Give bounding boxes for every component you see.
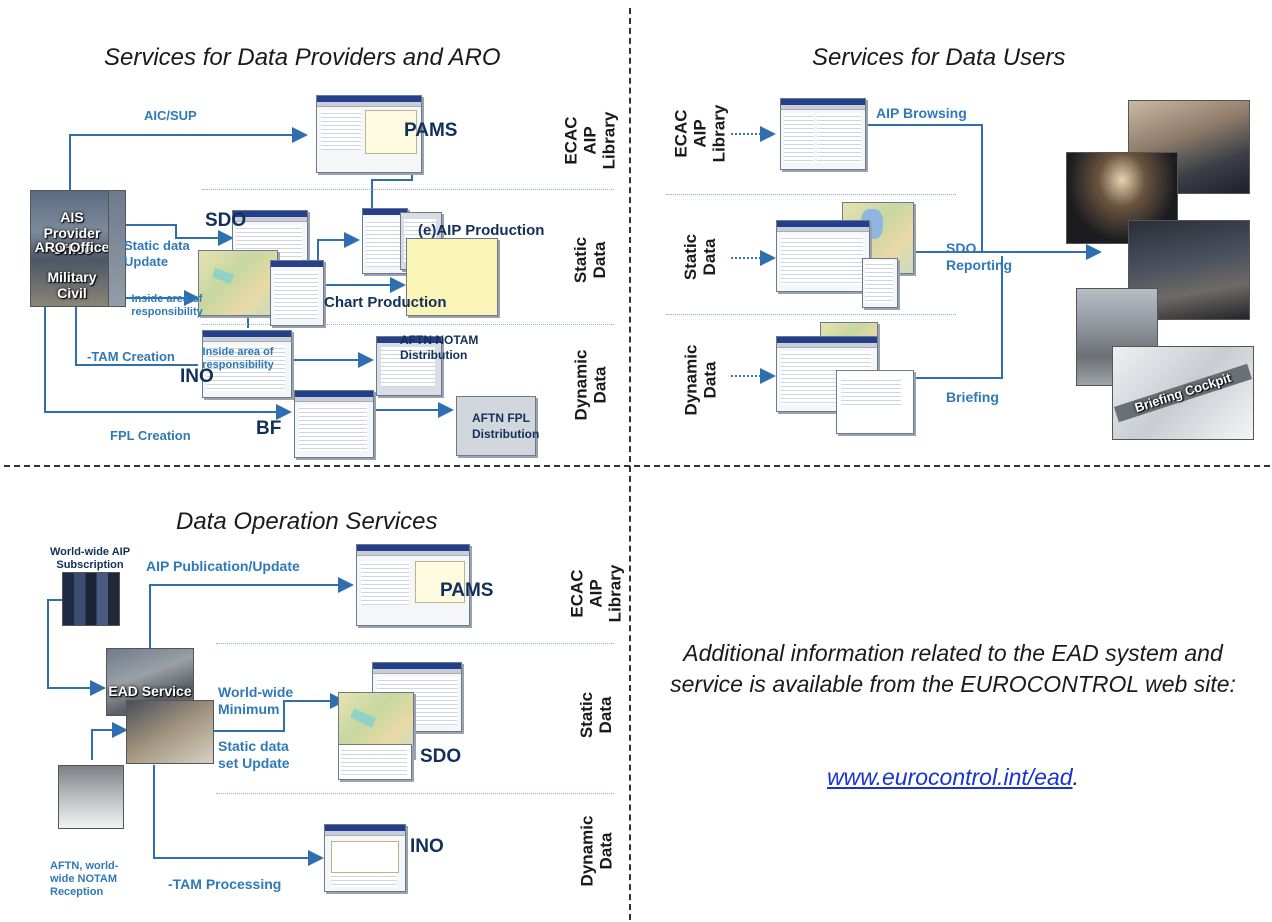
inside-area-text-1: Inside area of responsibility [131, 293, 203, 318]
ino-screenshot [202, 330, 292, 398]
bf-screenshot [294, 390, 374, 458]
subscription-label: World-wide AIP Subscription [42, 546, 138, 572]
aip-browsing-screenshot [780, 98, 866, 170]
printer-photo [58, 765, 124, 829]
sdo-table-user-screenshot [862, 258, 898, 308]
ais-office-photo: AIS Provider Office ARO Office Military … [30, 190, 114, 307]
ops-room-photo [108, 190, 126, 307]
band-dynamic-providers: Dynamic Data [560, 345, 620, 425]
tam-creation-label: -TAM Creation [87, 349, 175, 364]
briefing-cockpit-photo: Briefing Cockpit [1112, 346, 1254, 440]
bf-label: BF [256, 418, 282, 439]
pams-ops-screenshot [356, 544, 470, 626]
static-set-label: Static data set Update [218, 738, 298, 772]
band-ecac-providers-text: ECAC AIP Library [561, 111, 619, 169]
briefing-cockpit-caption: Briefing Cockpit [1113, 363, 1253, 423]
aip-binders-photo [62, 572, 120, 626]
inside-area-label-2: Inside area of responsibility [200, 346, 276, 372]
sdo-table-ops-screenshot [338, 744, 412, 780]
tam-processing-label: -TAM Processing [168, 876, 282, 892]
band-ecac-users-text: ECAC AIP Library [671, 104, 729, 162]
band-separator [216, 643, 614, 644]
photo-caption-aro: ARO Office [34, 239, 110, 255]
band-separator [202, 324, 614, 325]
briefing-report-screenshot [836, 370, 914, 434]
briefing-label: Briefing [946, 389, 999, 405]
aftn-fpl-text: AFTN FPL Distribution [472, 411, 540, 441]
chart-screenshot [406, 238, 498, 316]
chart-production-label: Chart Production [324, 294, 447, 311]
ead-service-caption: EAD Service [108, 683, 192, 699]
operator-desk-photo [126, 700, 214, 764]
eaip-production-label: (e)AIP Production [418, 222, 545, 239]
providers-title: Services for Data Providers and ARO [104, 44, 501, 71]
users-title: Services for Data Users [812, 44, 1066, 71]
static-set-text: Static data set Update [218, 738, 290, 771]
sdo-label: SDO [205, 210, 247, 231]
band-static-ops: Static Data [568, 680, 624, 750]
link-suffix: . [1072, 764, 1079, 790]
band-static-users: Static Data [672, 222, 728, 292]
band-ecac-users: ECAC AIP Library [671, 88, 729, 178]
photo-caption-ais: AIS Provider Office [43, 209, 101, 257]
band-ecac-providers: ECAC AIP Library [560, 100, 620, 180]
fpl-screenshot [456, 396, 536, 456]
aic-sup-label: AIC/SUP [144, 108, 197, 123]
band-dynamic-ops-text: Dynamic Data [577, 815, 615, 887]
band-separator [216, 793, 614, 794]
eurocontrol-link[interactable]: www.eurocontrol.int/ead [827, 764, 1073, 790]
sdo-reporting-text: SDO Reporting [946, 240, 1013, 273]
info-link-line: www.eurocontrol.int/ead. [646, 762, 1260, 793]
ww-minimum-label: World-wide Minimum [218, 684, 308, 718]
static-update-text: Static data Update [124, 238, 190, 269]
aftn-fpl-label: AFTN FPL Distribution [472, 410, 584, 442]
aftn-notam-text: AFTN NOTAM Distribution [400, 333, 479, 362]
photo-caption-military: Military Civil [47, 269, 97, 301]
horizontal-divider [4, 465, 1270, 467]
sdo-form-user-screenshot [776, 220, 870, 292]
pams-label: PAMS [404, 120, 458, 141]
band-separator [202, 189, 614, 190]
sdo-form-screenshot [270, 260, 324, 326]
sdo-ops-label: SDO [420, 746, 462, 767]
ino-label: INO [180, 366, 214, 387]
aip-browsing-label: AIP Browsing [876, 105, 967, 121]
aftn-reception-text: AFTN, world-wide NOTAM Reception [50, 860, 119, 898]
aftn-reception-label: AFTN, world-wide NOTAM Reception [50, 860, 130, 899]
inside-area-text-2: Inside area of responsibility [202, 346, 274, 371]
subscription-text: World-wide AIP Subscription [49, 546, 131, 571]
sdo-map-screenshot [198, 250, 278, 316]
band-separator [666, 194, 956, 195]
band-static-providers-text: Static Data [571, 236, 609, 284]
fpl-creation-label: FPL Creation [110, 428, 191, 443]
sdo-reporting-label: SDO Reporting [946, 240, 1026, 274]
band-dynamic-ops: Dynamic Data [568, 808, 624, 894]
ino-ops-screenshot [324, 824, 406, 892]
band-static-ops-text: Static Data [577, 691, 615, 739]
band-static-providers: Static Data [560, 225, 620, 295]
aftn-notam-label: AFTN NOTAM Distribution [400, 333, 550, 363]
band-ecac-ops: ECAC AIP Library [567, 548, 625, 638]
static-update-label: Static data Update [124, 238, 204, 270]
vertical-divider [629, 8, 631, 920]
ino-ops-label: INO [410, 836, 444, 857]
band-dynamic-users-text: Dynamic Data [681, 344, 719, 416]
band-dynamic-users: Dynamic Data [672, 340, 728, 420]
aip-publication-label: AIP Publication/Update [146, 558, 300, 574]
ww-minimum-text: World-wide Minimum [218, 684, 294, 717]
pams-ops-label: PAMS [440, 580, 494, 601]
operations-title: Data Operation Services [176, 508, 438, 535]
pams-screenshot [316, 95, 422, 173]
info-text: Additional information related to the EA… [670, 640, 1236, 697]
band-separator [666, 314, 956, 315]
notam-screenshot [376, 336, 442, 396]
band-ecac-ops-text: ECAC AIP Library [567, 564, 625, 622]
band-dynamic-providers-text: Dynamic Data [571, 349, 609, 421]
band-static-users-text: Static Data [681, 233, 719, 281]
inside-area-label-1: Inside area of responsibility [122, 293, 212, 319]
